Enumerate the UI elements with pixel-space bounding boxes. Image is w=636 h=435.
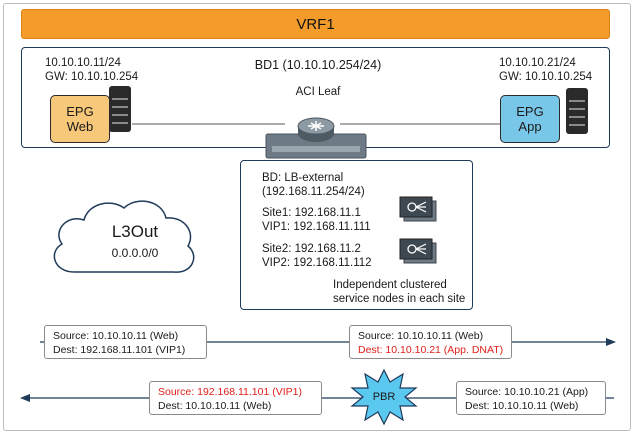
lb-caption-1: Independent clustered <box>333 279 447 291</box>
flow1-source: Source: 10.10.10.11 (Web) <box>53 330 179 342</box>
starburst-icon <box>350 368 418 426</box>
flow-box-3: Source: 192.168.11.101 (VIP1) Dest: 10.1… <box>149 381 322 415</box>
lb-bd-line1: BD: LB-external <box>262 172 344 184</box>
epg-web-box: EPG Web <box>50 95 110 143</box>
site1-vip: VIP1: 192.168.11.111 <box>262 221 371 233</box>
lb-bd-line2: (192.168.11.254/24) <box>262 186 365 198</box>
load-balancer-box <box>240 160 473 310</box>
flow1-dest: Dest: 192.168.11.101 (VIP1) <box>53 344 186 356</box>
forward-arrowhead <box>606 338 616 346</box>
epg-web-line2: Web <box>66 119 94 134</box>
server-icon <box>566 88 588 134</box>
aci-leaf-label: ACI Leaf <box>295 86 341 98</box>
lb-caption-2: service nodes in each site <box>333 293 466 305</box>
vrf-bar: VRF1 <box>21 9 610 39</box>
flow4-source: Source: 10.10.10.21 (App) <box>465 386 589 398</box>
app-gw-label: GW: 10.10.10.254 <box>499 71 593 83</box>
pbr-label: PBR <box>372 391 396 403</box>
l3out-subnet: 0.0.0.0/0 <box>111 246 159 260</box>
flow3-dest: Dest: 10.10.10.11 (Web) <box>158 400 272 412</box>
l3out-title: L3Out <box>111 222 159 241</box>
flow-box-1: Source: 10.10.10.11 (Web) Dest: 192.168.… <box>44 325 207 359</box>
server-icon <box>109 86 131 132</box>
flow2-dest: Dest: 10.10.10.21 (App. DNAT) <box>358 344 504 356</box>
flow-box-4: Source: 10.10.10.21 (App) Dest: 10.10.10… <box>456 381 606 415</box>
site2-ip: Site2: 192.168.11.2 <box>262 243 361 255</box>
router-icon <box>265 117 367 159</box>
diagram-frame <box>3 3 631 431</box>
flow4-dest: Dest: 10.10.10.11 (Web) <box>465 400 579 412</box>
site2-vip: VIP2: 192.168.11.112 <box>262 257 372 269</box>
service-node-icon <box>399 196 437 222</box>
cloud-icon <box>53 200 195 273</box>
app-ip-label: 10.10.10.21/24 <box>499 57 576 69</box>
site1-ip: Site1: 192.168.11.1 <box>262 207 361 219</box>
flow2-source: Source: 10.10.10.11 (Web) <box>358 330 484 342</box>
epg-app-box: EPG App <box>500 95 560 143</box>
epg-app-line1: EPG <box>516 104 544 119</box>
return-arrowhead <box>20 394 30 402</box>
epg-app-line2: App <box>518 119 542 134</box>
epg-web-line1: EPG <box>66 104 94 119</box>
bd-title: BD1 (10.10.10.254/24) <box>254 58 382 72</box>
web-gw-label: GW: 10.10.10.254 <box>45 71 139 83</box>
web-ip-label: 10.10.10.11/24 <box>45 57 121 69</box>
service-node-icon <box>399 238 437 264</box>
flow-box-2: Source: 10.10.10.11 (Web) Dest: 10.10.10… <box>349 325 512 359</box>
vrf-label: VRF1 <box>296 15 335 33</box>
flow3-source: Source: 192.168.11.101 (VIP1) <box>158 386 302 398</box>
